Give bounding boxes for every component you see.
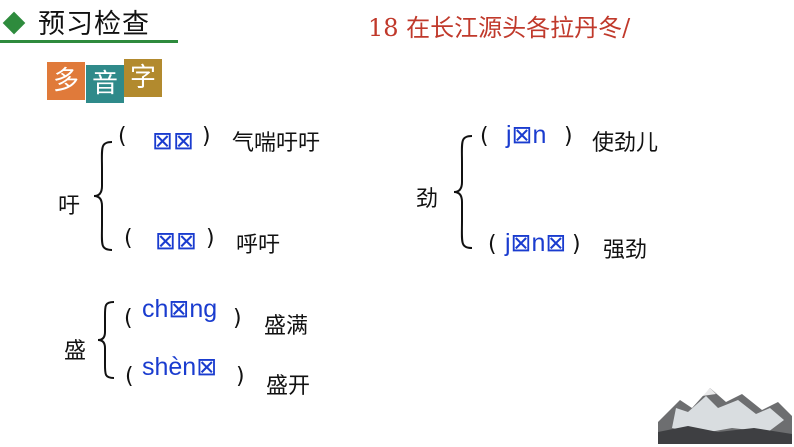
pinyin-xu-1: ⊠⊠ [152,127,194,155]
word-jin-1: 使劲儿 [592,131,659,156]
paren-close: ) [206,226,215,251]
word-xu-1: 气喘吁吁 [232,131,321,156]
paren-open: ( [125,364,134,389]
paren-close: ) [202,124,211,149]
word-sheng-1: 盛满 [264,314,309,339]
word-xu-2: 呼吁 [236,233,281,258]
pinyin-jin-2: j⊠n⊠ [505,229,567,257]
brace-jin [453,135,473,249]
paren-close: ) [564,124,573,149]
paren-open: ( [488,232,497,257]
word-sheng-2: 盛开 [266,374,311,399]
brace-xu [93,141,113,251]
paren-open: ( [124,226,133,251]
paren-open: ( [118,124,127,149]
pinyin-xu-2: ⊠⊠ [155,227,197,255]
pinyin-sheng-1: ch⊠ng [142,295,218,323]
mountain-landscape-image [658,388,792,444]
badge-tile-duo: 多 [47,62,85,100]
paren-close: ) [572,232,581,257]
pinyin-sheng-2: shèn⊠ [142,353,218,381]
paren-open: ( [124,306,133,331]
badge-tile-zi: 字 [124,59,162,97]
char-sheng: 盛 [64,339,87,364]
char-xu: 吁 [58,194,81,219]
header-diamond-icon [2,11,26,35]
paren-close: ) [236,364,245,389]
pinyin-jin-1: j⊠n [506,121,547,149]
page-title: 预习检查 [38,9,150,40]
brace-sheng [97,301,115,379]
lesson-title: 18 在长江源头各拉丹冬/ [368,14,631,42]
paren-close: ) [233,306,242,331]
badge-tile-yin: 音 [86,65,124,103]
word-jin-2: 强劲 [603,238,648,263]
paren-open: ( [480,124,489,149]
char-jin: 劲 [416,187,439,212]
header-underline [0,40,178,43]
